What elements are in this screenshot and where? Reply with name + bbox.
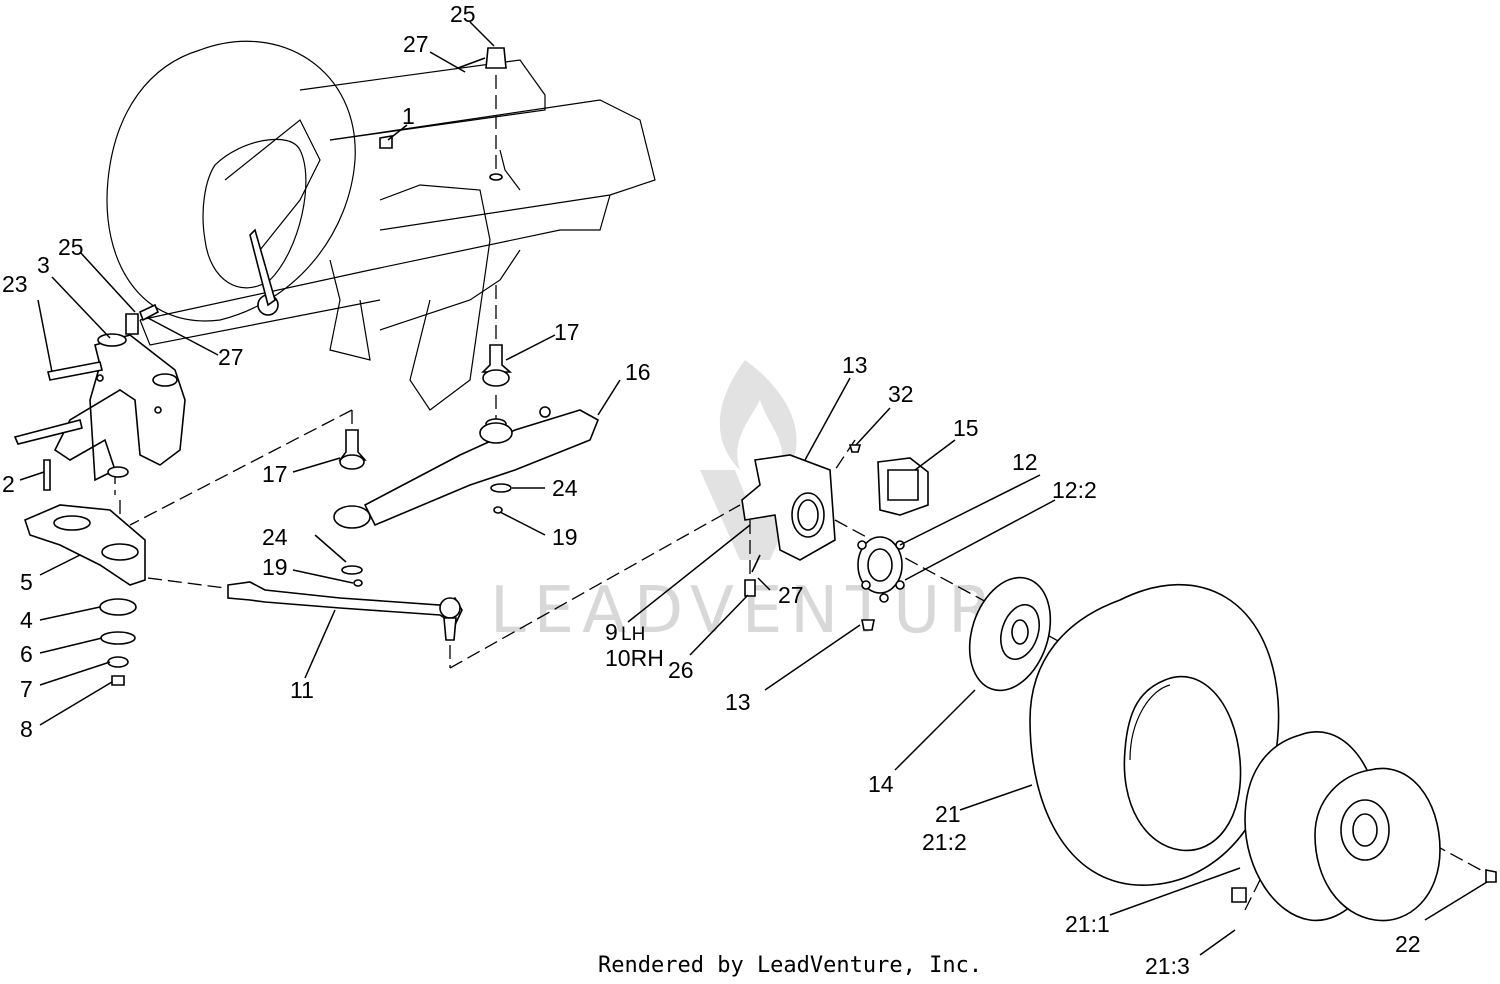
steering-arm-stack <box>24 466 146 686</box>
brake-rotor <box>968 576 1052 692</box>
label-21-1: 21:1 <box>1065 911 1110 937</box>
label-7: 7 <box>20 676 33 702</box>
hub <box>857 536 905 631</box>
label-32: 32 <box>888 381 914 407</box>
label-9: 9 <box>605 619 618 645</box>
label-24-left: 24 <box>262 524 288 550</box>
label-23: 23 <box>2 271 28 297</box>
label-1: 1 <box>402 103 415 129</box>
label-24-right: 24 <box>552 475 578 501</box>
label-17-right: 17 <box>554 319 580 345</box>
label-13-top: 13 <box>842 352 868 378</box>
label-21: 21 <box>935 801 961 827</box>
label-17-left: 17 <box>262 461 288 487</box>
watermark-flame-icon <box>719 360 797 480</box>
render-credit: Rendered by LeadVenture, Inc. <box>598 953 982 978</box>
label-19-left: 19 <box>262 554 288 580</box>
label-14: 14 <box>868 771 894 797</box>
brake-caliper <box>877 457 929 516</box>
label-11: 11 <box>290 677 314 703</box>
label-4: 4 <box>20 607 33 633</box>
label-27-mid: 27 <box>778 582 804 608</box>
label-3: 3 <box>37 252 50 278</box>
watermark-text: LEADVENTURE <box>490 574 1049 648</box>
rear-tire-ghost <box>106 40 356 322</box>
fasteners <box>138 57 761 587</box>
label-27-top: 27 <box>403 31 429 57</box>
spindle-bracket <box>13 313 186 491</box>
label-12: 12 <box>1012 449 1038 475</box>
part-labels: 25 27 1 23 3 25 27 2 5 4 6 7 8 17 24 19 … <box>2 1 1421 979</box>
label-15: 15 <box>953 415 979 441</box>
label-19-right: 19 <box>552 524 578 550</box>
label-10rh: 10RH <box>605 645 664 671</box>
label-25-top: 25 <box>450 1 476 27</box>
front-tire <box>1029 583 1280 886</box>
label-6: 6 <box>20 641 33 667</box>
label-9-suffix: LH <box>621 624 645 645</box>
label-26: 26 <box>668 657 694 683</box>
wheel-rim <box>1231 731 1497 922</box>
label-16: 16 <box>625 359 651 385</box>
chassis-ghost <box>139 59 656 411</box>
label-25-left: 25 <box>58 234 84 260</box>
axle-tube <box>333 406 600 529</box>
label-2: 2 <box>2 471 15 497</box>
label-12-2: 12:2 <box>1052 477 1097 503</box>
label-8: 8 <box>20 716 33 742</box>
leader-lines <box>19 21 1488 956</box>
label-21-2: 21:2 <box>922 829 967 855</box>
tie-rod <box>227 565 463 641</box>
label-22: 22 <box>1395 931 1421 957</box>
label-27-left: 27 <box>218 344 244 370</box>
steering-knuckle <box>741 444 862 597</box>
label-13-bottom: 13 <box>725 689 751 715</box>
label-21-3: 21:3 <box>1145 953 1190 979</box>
label-5: 5 <box>20 569 33 595</box>
